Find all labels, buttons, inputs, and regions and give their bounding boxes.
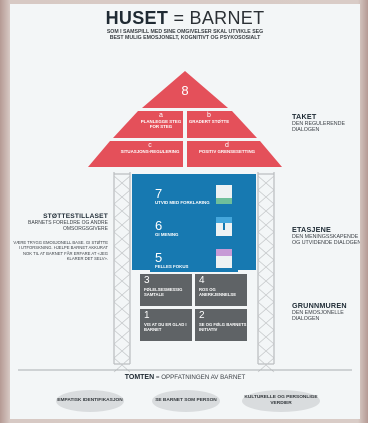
foundation-4: 4 ROS OG ANERKJENNELSE bbox=[195, 274, 247, 306]
scaffold-brace bbox=[113, 189, 131, 205]
scaffold-brace bbox=[113, 175, 131, 191]
floor-5: 5 FELLES FOKUS bbox=[150, 246, 238, 272]
bubble-empatisk: EMPATISK IDENTIFIKASJON bbox=[56, 390, 124, 412]
page-title: HUSET = BARNET bbox=[105, 8, 265, 28]
foundation-3: 3 FØLELSESMESSIG SAMTALE bbox=[140, 274, 192, 306]
scaffold-brace bbox=[113, 329, 131, 345]
house-poster: HUSET = BARNET SOM I SAMSPILL MED SINE O… bbox=[10, 4, 360, 419]
roof-number: 8 bbox=[181, 83, 189, 98]
roof-cell-d bbox=[187, 141, 282, 167]
scaffold-brace bbox=[257, 329, 275, 345]
glass-icon bbox=[216, 185, 232, 204]
scaffold-brace bbox=[113, 343, 131, 359]
glass-icon bbox=[216, 217, 232, 236]
roof-cell-c bbox=[88, 141, 183, 167]
scaffold-brace bbox=[257, 175, 275, 191]
scaffold-brace bbox=[257, 287, 275, 303]
scaffold-brace bbox=[113, 287, 131, 303]
floor-7: 7 UTVID MED FORKLARING bbox=[150, 182, 238, 208]
roof-cell-a bbox=[113, 111, 183, 138]
scaffold-brace bbox=[257, 231, 275, 247]
label-taket: TAKET DEN REGULERENDE DIALOGEN bbox=[292, 112, 345, 134]
scaffold-brace bbox=[113, 217, 131, 233]
roof-label-d: d POSITIV GRENSESETTING bbox=[198, 142, 256, 154]
ground-title: TOMTEN = OPPFATNINGEN AV BARNET bbox=[124, 374, 246, 381]
scaffold-brace bbox=[113, 273, 131, 289]
page-subtitle: SOM I SAMSPILL MED SINE OMGIVELSER SKAL … bbox=[106, 29, 264, 42]
scaffold-brace bbox=[257, 259, 275, 275]
scaffold-left bbox=[113, 172, 131, 365]
scaffold-brace bbox=[257, 315, 275, 331]
roof-apex bbox=[142, 71, 228, 108]
roof-graphic bbox=[18, 71, 352, 373]
bubble-se-barnet: SE BARNET SOM PERSON bbox=[152, 390, 220, 412]
roof-cell-b bbox=[187, 111, 257, 138]
roof-label-b: b GRADERT STØTTE bbox=[188, 112, 230, 124]
scaffold-right bbox=[257, 172, 275, 365]
scaffold-brace bbox=[257, 245, 275, 261]
scaffold-brace bbox=[113, 203, 131, 219]
scaffold-brace bbox=[257, 203, 275, 219]
scaffold-brace bbox=[257, 343, 275, 359]
scaffold-brace bbox=[257, 189, 275, 205]
roof-label-a: a PLANLEGGE STEG FOR STEG bbox=[140, 112, 182, 130]
scaffold-brace bbox=[113, 245, 131, 261]
scaffold-brace bbox=[257, 273, 275, 289]
foundation-1: 1 VIS AT DU ER GLAD I BARNET bbox=[140, 309, 192, 341]
scaffold-brace bbox=[113, 301, 131, 317]
bubble-kulturelle: KULTURELLE OG PERSONLIGE VERDIER bbox=[242, 390, 320, 412]
floor-6: 6 GI MENING bbox=[150, 214, 238, 240]
scaffold-brace bbox=[257, 217, 275, 233]
scaffold-brace bbox=[113, 231, 131, 247]
label-etasjene: ETASJENE DEN MENINGSSKAPENDE OG UTVIDEND… bbox=[292, 225, 360, 247]
scaffold-brace bbox=[257, 301, 275, 317]
foundation-2: 2 SE OG FØLG BARNETS INITIATIV bbox=[195, 309, 247, 341]
label-stottestillaset: STØTTESTILLASET BARNETS FORELDRE OG ANDR… bbox=[13, 213, 108, 262]
glass-icon bbox=[216, 249, 232, 268]
scaffold-brace bbox=[113, 315, 131, 331]
scaffold-brace bbox=[113, 259, 131, 275]
label-grunnmuren: GRUNNMUREN DEN EMOSJONELLE DIALOGEN bbox=[292, 301, 347, 323]
roof-label-c: c SITUASJONS-REGULERING bbox=[120, 142, 180, 154]
